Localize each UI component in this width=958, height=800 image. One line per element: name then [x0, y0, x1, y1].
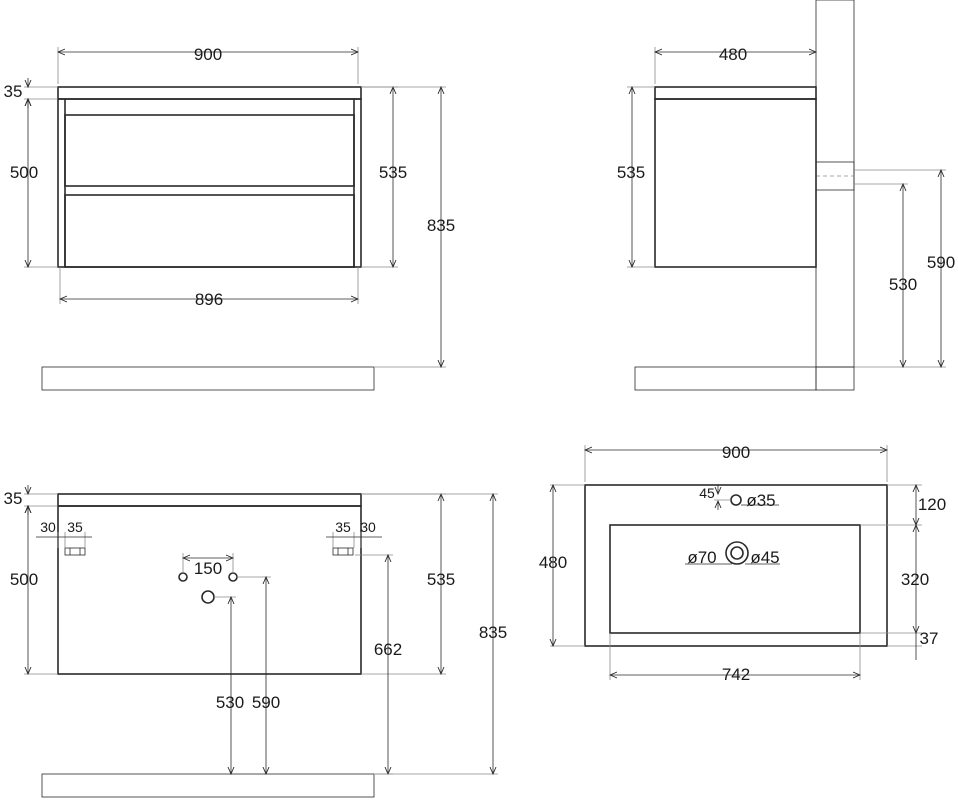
side-dim-mount-530: 530 — [889, 275, 917, 294]
top-tap-hole — [730, 494, 742, 506]
top-dim-drain-outer: ø70 — [687, 548, 716, 567]
side-cabinet — [654, 98, 817, 268]
front-dim-body-height: 500 — [10, 163, 38, 182]
side-dim-mount-590: 590 — [927, 253, 955, 272]
back-dim-662: 662 — [374, 640, 402, 659]
front-dim-width-top: 900 — [194, 45, 222, 64]
back-dim-hole-spacing: 150 — [194, 559, 222, 578]
back-bracket-left — [64, 547, 86, 556]
top-drain-outer — [725, 541, 749, 565]
back-cabinet — [57, 505, 362, 675]
front-view: 900 35 500 535 835 896 — [4, 45, 455, 391]
back-dim-left-35: 35 — [67, 519, 83, 535]
back-dim-right-35: 35 — [335, 519, 351, 535]
back-dim-bottom-590: 590 — [252, 693, 280, 712]
top-dim-width: 900 — [722, 443, 750, 462]
top-bowl — [609, 524, 861, 634]
side-dim-depth: 480 — [719, 45, 747, 64]
back-dim-body-height: 500 — [10, 570, 38, 589]
back-dim-total-height: 835 — [479, 623, 507, 642]
front-drawer-upper — [64, 114, 355, 187]
back-drain-hole — [201, 590, 215, 604]
front-dim-side-height: 535 — [379, 163, 407, 182]
back-dim-left-30: 30 — [40, 519, 56, 535]
top-view: 900 45 ø35 ø70 ø45 480 120 320 37 — [539, 443, 946, 684]
back-hole-right — [228, 572, 238, 582]
back-dim-top-thickness: 35 — [4, 489, 23, 508]
back-view: 35 500 30 35 35 30 150 535 662 — [4, 485, 507, 798]
front-cabinet — [57, 98, 362, 268]
top-dim-front-edge: 120 — [918, 495, 946, 514]
back-worktop — [57, 493, 362, 507]
back-dim-side-height: 535 — [427, 570, 455, 589]
back-hole-left — [178, 572, 188, 582]
back-floor — [41, 773, 375, 798]
front-worktop — [57, 86, 362, 100]
side-floor — [634, 366, 817, 391]
top-dim-bowl-depth: 320 — [901, 570, 929, 589]
side-wall — [815, 0, 855, 368]
front-dim-top-thickness: 35 — [4, 82, 23, 101]
side-view: 480 535 590 530 — [617, 0, 955, 391]
top-dim-drain-inner: ø45 — [750, 548, 779, 567]
front-floor — [41, 366, 375, 391]
back-bracket-right — [332, 547, 354, 556]
top-dim-tap-offset: 45 — [699, 485, 715, 501]
back-dim-bottom-530: 530 — [216, 693, 244, 712]
top-dim-rear-edge: 37 — [920, 629, 939, 648]
side-dim-height: 535 — [617, 163, 645, 182]
front-dim-total-height: 835 — [427, 216, 455, 235]
front-drawer-lower — [64, 194, 355, 268]
back-dim-right-30: 30 — [360, 519, 376, 535]
top-dim-depth: 480 — [539, 553, 567, 572]
top-dim-tap-diameter: ø35 — [746, 491, 775, 510]
top-dim-bowl-width: 742 — [722, 665, 750, 684]
top-worktop — [584, 484, 888, 647]
front-dim-width-bottom: 896 — [195, 290, 223, 309]
side-worktop — [654, 86, 817, 100]
top-drain-inner — [730, 546, 744, 560]
